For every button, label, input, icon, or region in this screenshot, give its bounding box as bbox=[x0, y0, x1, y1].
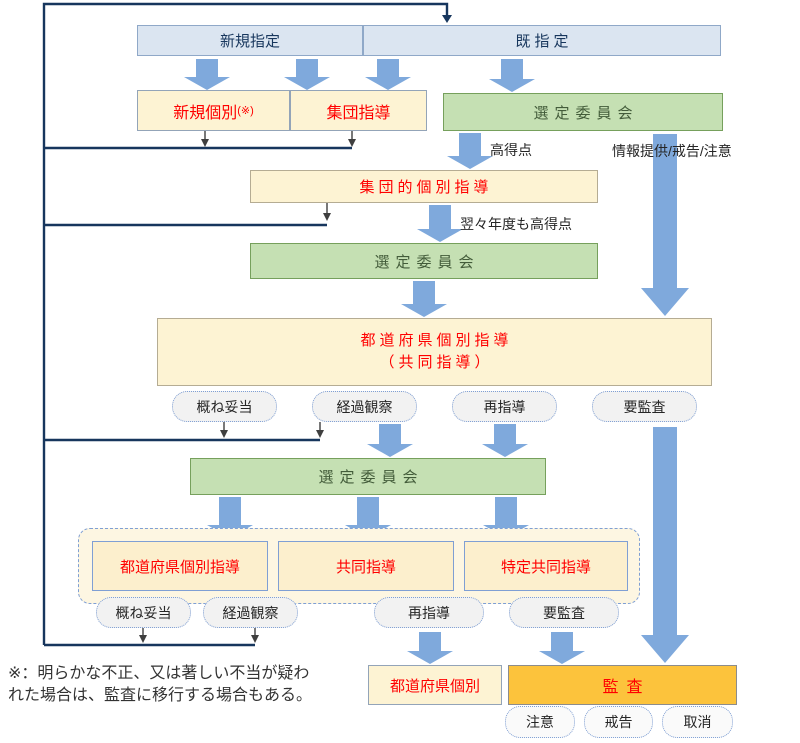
arrow-long-needaudit-to-audit bbox=[641, 427, 689, 663]
pill-label: 概ね妥当 bbox=[115, 604, 172, 621]
node-label: 都道府県個別指導 bbox=[119, 558, 240, 576]
thin-arrowhead bbox=[323, 213, 331, 221]
node-specified-joint-guidance: 特定共同指導 bbox=[464, 541, 628, 591]
node-joint-guidance: 共同指導 bbox=[278, 541, 454, 591]
footnote-line2: れた場合は、監査に移行する場合もある。 bbox=[8, 687, 313, 705]
arrow-new-to-group bbox=[284, 59, 330, 90]
node-label: 都道府県個別 bbox=[389, 677, 480, 695]
thin-arrowhead bbox=[348, 139, 356, 147]
feedback-spine bbox=[42, 2, 449, 645]
pill-audit-required-2: 要監査 bbox=[509, 597, 619, 628]
pill-label: 経過観察 bbox=[336, 398, 393, 415]
node-label: 共同指導 bbox=[335, 558, 396, 576]
node-label: 選定委員会 bbox=[318, 469, 424, 486]
footnote: ※：明らかな不正、又は著しい不当が疑わ れた場合は、監査に移行する場合もある。 bbox=[8, 663, 380, 708]
node-selection-committee-3: 選定委員会 bbox=[190, 458, 546, 495]
thin-arrowhead bbox=[139, 635, 147, 643]
node-label: 選定委員会 bbox=[533, 104, 639, 122]
node-collective-individual-guidance: 集団的個別指導 bbox=[250, 170, 598, 203]
node-audit: 監査 bbox=[508, 665, 737, 705]
arrow-observation-to-committee3 bbox=[367, 424, 413, 457]
pill-observation-1: 経過観察 bbox=[312, 391, 417, 422]
arrow-new-to-newindividual bbox=[184, 59, 230, 90]
node-new-individual: 新規個別(※) bbox=[137, 90, 290, 131]
pill-label: 再指導 bbox=[483, 398, 526, 415]
thin-arrowhead bbox=[201, 139, 209, 147]
pill-label: 取消 bbox=[683, 714, 712, 730]
node-prefectural-individual-guidance-2: 都道府県個別指導 bbox=[92, 541, 268, 591]
edge-label-high-score: 高得点 bbox=[490, 142, 532, 158]
node-label: 既指定 bbox=[515, 33, 573, 50]
flow-arrows bbox=[184, 59, 689, 664]
thin-arrowheads bbox=[139, 139, 356, 643]
edge-label-next-year-high-score: 翌々年度も高得点 bbox=[460, 216, 572, 232]
pill-label: 戒告 bbox=[604, 714, 633, 730]
thin-arrowhead bbox=[316, 430, 324, 438]
node-selection-committee-1: 選定委員会 bbox=[443, 93, 723, 131]
arrow-committee2-to-bigbox bbox=[401, 281, 447, 317]
arrow-nextyear-highscore bbox=[417, 205, 463, 242]
pill-label: 注意 bbox=[526, 714, 554, 730]
arrow-reguidance-to-committee3 bbox=[482, 424, 528, 457]
node-selection-committee-2: 選定委員会 bbox=[250, 243, 598, 279]
pill-label: 経過観察 bbox=[222, 604, 279, 621]
pill-label: 概ね妥当 bbox=[196, 398, 253, 415]
arrow-existing-to-group bbox=[365, 59, 411, 90]
node-label: 集団指導 bbox=[326, 104, 391, 122]
node-label-line1: 都道府県個別指導 bbox=[360, 332, 513, 350]
pill-observation-2: 経過観察 bbox=[203, 597, 298, 628]
arrow-long-info-warning bbox=[641, 134, 689, 316]
arrow-committee3-to-box2 bbox=[345, 497, 391, 538]
node-label: 新規指定 bbox=[219, 33, 280, 50]
node-label: 新規個別 bbox=[173, 104, 238, 122]
node-label: 選定委員会 bbox=[374, 253, 480, 271]
feedback-lines bbox=[42, 2, 449, 647]
arrow-committee3-to-box1 bbox=[207, 497, 253, 538]
pill-reguidance-2: 再指導 bbox=[374, 597, 484, 628]
footnote-line1: ※：明らかな不正、又は著しい不当が疑わ bbox=[8, 665, 310, 682]
node-prefectural-individual-guidance: 都道府県個別指導 （共同指導） bbox=[157, 318, 712, 386]
node-label: 監査 bbox=[602, 679, 651, 696]
thin-arrowhead bbox=[220, 430, 228, 438]
pill-revocation: 取消 bbox=[662, 706, 733, 738]
node-prefectural-individual: 都道府県個別 bbox=[368, 665, 502, 705]
node-label: 集団的個別指導 bbox=[359, 179, 493, 196]
pill-label: 再指導 bbox=[408, 604, 450, 621]
thin-arrows bbox=[142, 131, 353, 635]
arrow-needaudit-to-audit bbox=[539, 632, 585, 664]
pill-warning: 戒告 bbox=[584, 706, 653, 738]
pill-roughly-appropriate-2: 概ね妥当 bbox=[96, 597, 191, 628]
pill-roughly-appropriate-1: 概ね妥当 bbox=[172, 391, 277, 422]
node-label: 特定共同指導 bbox=[500, 558, 591, 576]
pill-label: 要監査 bbox=[623, 398, 666, 415]
node-existing-designation: 既指定 bbox=[363, 25, 721, 56]
node-group-guidance: 集団指導 bbox=[290, 90, 427, 131]
pill-audit-required-1: 要監査 bbox=[592, 391, 697, 422]
thin-arrowhead bbox=[251, 635, 259, 643]
pill-caution: 注意 bbox=[505, 706, 575, 738]
node-label-line2: （共同指導） bbox=[379, 354, 494, 371]
arrow-reguidance-to-prefectural bbox=[407, 632, 453, 664]
pill-label: 要監査 bbox=[543, 604, 585, 621]
arrow-existing-to-committee1 bbox=[489, 59, 535, 92]
node-new-designation: 新規指定 bbox=[137, 25, 363, 56]
arrow-committee3-to-box3 bbox=[483, 497, 529, 538]
pill-reguidance-1: 再指導 bbox=[452, 391, 557, 422]
arrow-highscore bbox=[447, 133, 493, 169]
footnote-marker: (※) bbox=[237, 105, 254, 117]
feedback-arrowhead-into-existing bbox=[442, 15, 452, 23]
edge-label-info-warning: 情報提供/戒告/注意 bbox=[612, 143, 732, 159]
